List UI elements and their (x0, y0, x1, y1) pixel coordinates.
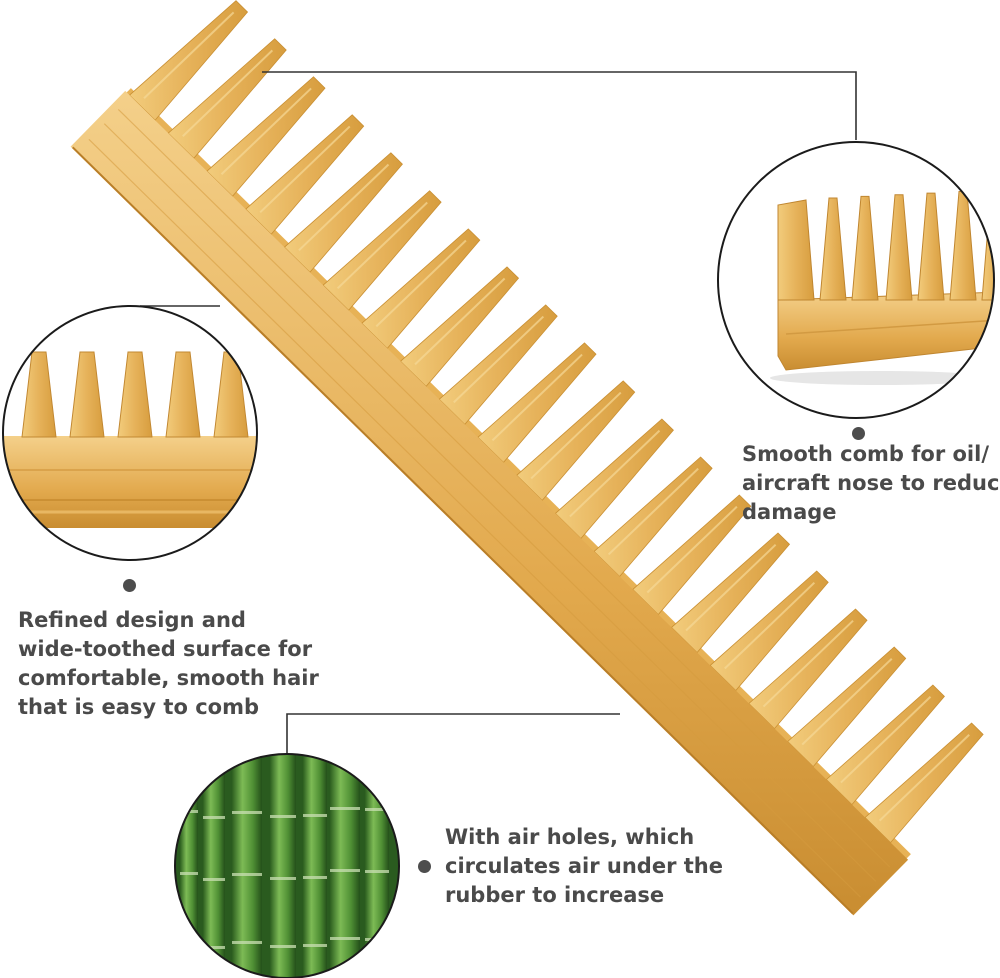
bullet-dot-air-holes (418, 860, 431, 873)
wood-grain (220, 87, 312, 175)
wood-grain (117, 108, 891, 868)
bamboo-node (232, 873, 262, 876)
bamboo-node (330, 807, 360, 810)
comb-tooth (128, 0, 249, 121)
comb-tooth (819, 197, 847, 301)
bamboo-node (203, 878, 225, 881)
comb-tooth (165, 351, 201, 438)
caption-line: comfortable, smooth hair (18, 666, 319, 690)
caption-oil-nose: Smooth comb for oil/ aircraft nose to re… (742, 440, 1000, 527)
caption-line: circulates air under the (445, 854, 723, 878)
bamboo-node (232, 941, 262, 944)
wood-grain (336, 201, 428, 290)
bamboo-stalk (330, 754, 360, 978)
comb-tooth (917, 192, 945, 301)
bamboo-node (180, 872, 198, 875)
bamboo-node (303, 814, 327, 817)
bamboo-node (203, 816, 225, 819)
comb-tooth (69, 351, 105, 438)
bamboo-node (203, 946, 225, 949)
bamboo-node (303, 944, 327, 947)
wood-grain (569, 429, 661, 518)
caption-line: that is easy to comb (18, 695, 259, 719)
bamboo-node (330, 869, 360, 872)
callout-line-oil-nose (262, 71, 857, 140)
wood-grain (143, 11, 235, 99)
caption-line: aircraft nose to reduce (742, 471, 1000, 495)
wood-grain (724, 581, 816, 670)
bamboo-forest-circle (174, 753, 400, 978)
bamboo-node (232, 811, 262, 814)
caption-line: Refined design and (18, 608, 246, 632)
comb-tooth (777, 199, 815, 301)
shadow (770, 371, 990, 385)
wood-grain (259, 125, 351, 214)
caption-line: damage (742, 500, 837, 524)
comb-edge (72, 146, 854, 914)
bamboo-node (365, 938, 389, 941)
caption-teeth: Refined design and wide-toothed surface … (18, 606, 319, 722)
wood-grain (182, 49, 274, 137)
bamboo-node (330, 937, 360, 940)
wood-grain (491, 353, 583, 442)
bamboo-node (365, 870, 389, 873)
comb-tooth (117, 351, 153, 438)
wood-grain (878, 734, 970, 822)
caption-line: wide-toothed surface for (18, 637, 313, 661)
comb-tooth (21, 351, 57, 438)
bamboo-node (270, 877, 296, 880)
bamboo-stalk (203, 754, 225, 978)
comb-detail-base (3, 436, 257, 528)
bullet-dot-teeth (123, 579, 136, 592)
wood-grain (785, 319, 994, 335)
wood-grain (375, 239, 467, 328)
wood-grain (840, 696, 932, 784)
wood-grain (801, 658, 893, 746)
wood-grain (453, 315, 545, 404)
wood-grain (298, 163, 390, 252)
bamboo-comb (70, 0, 984, 916)
callout-lines (140, 71, 857, 755)
wood-grain (88, 138, 861, 898)
bamboo-node (303, 876, 327, 879)
comb-spine (70, 90, 909, 916)
wood-grain (685, 543, 777, 632)
bamboo-stalk (180, 754, 198, 978)
comb-tooth (885, 194, 913, 301)
bamboo-node (270, 815, 296, 818)
caption-line: Smooth comb for oil/ (742, 442, 989, 466)
caption-line: rubber to increase (445, 883, 665, 907)
comb-tooth (851, 195, 879, 301)
comb-tip-detail-circle (717, 141, 995, 419)
bamboo-stalk (270, 754, 296, 978)
comb-tooth (516, 380, 636, 501)
bamboo-stalk (232, 754, 262, 978)
comb-teeth-detail-circle (2, 305, 258, 561)
wood-grain (762, 619, 854, 708)
bamboo-node (270, 945, 296, 948)
caption-air-holes: With air holes, which circulates air und… (445, 823, 723, 910)
bamboo-node (180, 940, 198, 943)
bamboo-stalk (303, 754, 327, 978)
wood-grain (103, 123, 877, 882)
bamboo-node (365, 808, 389, 811)
caption-line: With air holes, which (445, 825, 695, 849)
wood-grain (530, 391, 622, 480)
bullet-dot-oil-nose (852, 427, 865, 440)
callout-line-air-holes (286, 713, 620, 755)
wood-grain (414, 277, 506, 366)
wood-grain (646, 505, 738, 594)
wood-grain (607, 467, 699, 556)
